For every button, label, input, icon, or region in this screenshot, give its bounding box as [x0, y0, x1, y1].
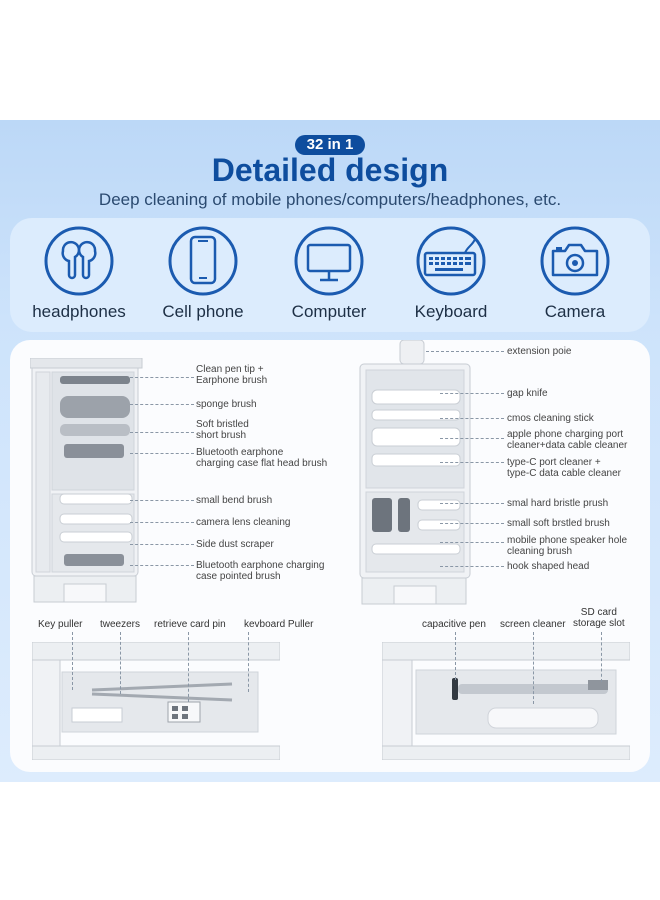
smartphone-icon	[168, 226, 238, 296]
category-cell-phone: Cell phone	[143, 225, 263, 323]
label-apple-port-cleaner: apple phone charging port cleaner+data c…	[507, 429, 628, 451]
left-drawer-image	[32, 642, 280, 760]
monitor-icon	[294, 226, 364, 296]
leader-line	[130, 453, 194, 454]
leader-line	[130, 565, 194, 566]
category-label: headphones	[32, 302, 126, 321]
label-key-puller: Key puller	[38, 619, 83, 630]
leader-line	[130, 522, 194, 523]
label-hook-head: hook shaped head	[507, 561, 590, 572]
leader-line	[130, 544, 194, 545]
right-tool-case-image	[359, 340, 471, 605]
earbuds-icon	[44, 226, 114, 296]
page-title: Detailed design	[211, 152, 449, 188]
label-clean-pen-tip: Clean pen tip + Earphone brush	[196, 364, 268, 386]
leader-line	[188, 632, 189, 702]
keyboard-icon	[416, 226, 486, 296]
leader-line	[130, 500, 194, 501]
leader-line	[440, 542, 504, 543]
leader-line	[426, 351, 504, 352]
leader-line	[440, 566, 504, 567]
category-keyboard: Keyboard	[391, 225, 511, 323]
label-flat-head-brush: Bluetooth earphone charging case flat he…	[196, 447, 328, 469]
leader-line	[440, 503, 504, 504]
leader-line	[455, 632, 456, 680]
category-computer: Computer	[269, 225, 389, 323]
leader-line	[130, 404, 194, 405]
label-gap-knife: gap knife	[507, 388, 548, 399]
category-label: Cell phone	[162, 302, 244, 321]
leader-line	[440, 438, 504, 439]
category-label: Keyboard	[414, 302, 488, 321]
category-label: Computer	[291, 302, 367, 321]
label-hard-bristle-brush: smal hard bristle prush	[507, 498, 609, 509]
label-capacitive-pen: capacitive pen	[422, 619, 486, 630]
label-soft-bristled-brush-right: small soft brstled brush	[507, 518, 610, 529]
leader-line	[440, 462, 504, 463]
leader-line	[601, 632, 602, 682]
label-pointed-brush: Bluetooth earphone charging case pointed…	[196, 560, 325, 582]
label-retrieve-card-pin: retrieve card pin	[154, 619, 226, 630]
category-camera: Camera	[515, 225, 635, 323]
label-small-bend-brush: small bend brush	[196, 495, 273, 506]
label-soft-bristled-brush: Soft bristled short brush	[196, 419, 249, 441]
label-cmos-stick: cmos cleaning stick	[507, 413, 594, 424]
left-tool-case-image	[30, 358, 143, 603]
leader-line	[72, 632, 73, 690]
label-tweezers: tweezers	[100, 619, 141, 630]
label-sd-card-slot: SD card storage slot	[573, 607, 625, 629]
label-side-dust-scraper: Side dust scraper	[196, 539, 274, 550]
label-camera-lens: camera lens cleaning	[196, 517, 291, 528]
leader-line	[440, 523, 504, 524]
right-drawer-image	[382, 642, 630, 760]
label-speaker-hole-brush: mobile phone speaker hole cleaning brush	[507, 535, 628, 557]
leader-line	[130, 377, 194, 378]
label-sponge-brush: sponge brush	[196, 399, 257, 410]
leader-line	[120, 632, 121, 694]
leader-line	[440, 418, 504, 419]
label-keyboard-puller: kevboard Puller	[244, 619, 314, 630]
label-screen-cleaner: screen cleaner	[500, 619, 566, 630]
page-subtitle: Deep cleaning of mobile phones/computers…	[98, 190, 562, 209]
leader-line	[440, 393, 504, 394]
leader-line	[130, 432, 194, 433]
label-extension-pole: extension poie	[507, 346, 572, 357]
camera-icon	[540, 226, 610, 296]
leader-line	[533, 632, 534, 704]
count-badge: 32 in 1	[295, 135, 365, 155]
category-headphones: headphones	[19, 225, 139, 323]
leader-line	[248, 632, 249, 692]
label-type-c-cleaner: type-C port cleaner + type-C data cable …	[507, 457, 621, 479]
category-label: Camera	[544, 302, 606, 321]
